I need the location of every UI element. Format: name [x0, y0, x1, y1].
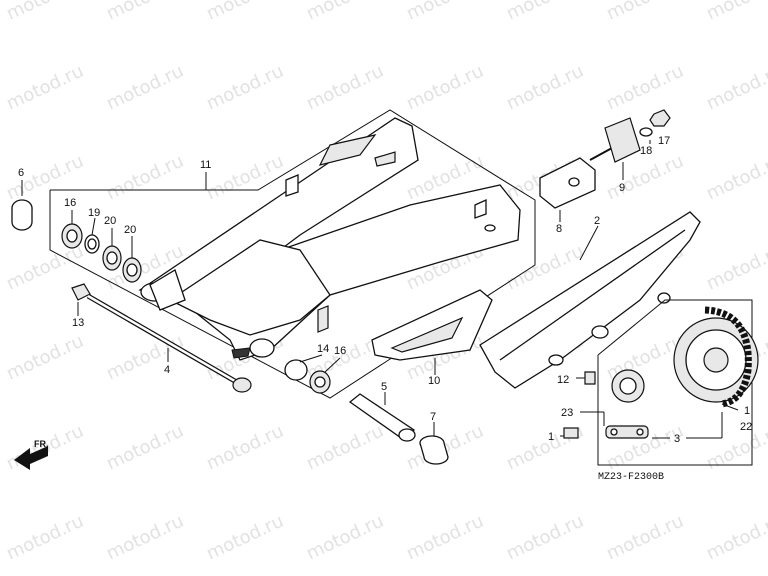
- watermark-text: motod.ru: [203, 61, 287, 115]
- watermark-text: motod.ru: [203, 421, 287, 475]
- clip-1: [563, 427, 579, 439]
- callout-2: 2: [594, 215, 600, 227]
- washer-18: [639, 127, 653, 137]
- swingarm: [138, 117, 521, 361]
- watermark-text: motod.ru: [703, 241, 768, 295]
- callout-23: 23: [561, 407, 573, 419]
- watermark-text: motod.ru: [603, 0, 687, 25]
- watermark-text: motod.ru: [403, 511, 487, 565]
- direction-label: FR.: [34, 439, 49, 449]
- watermark-text: motod.ru: [3, 0, 87, 25]
- callout-17: 17: [658, 135, 670, 147]
- front-direction-arrow-icon: [14, 446, 48, 470]
- chain-slider-10: [371, 289, 493, 361]
- swingarm-group-outline: [49, 109, 536, 399]
- watermark-text: motod.ru: [503, 0, 587, 25]
- callout-1: 1: [548, 431, 554, 443]
- callout-9: 9: [619, 182, 625, 194]
- callout-12: 12: [557, 374, 569, 386]
- nut-17: [649, 109, 671, 127]
- watermark-text: motod.ru: [703, 0, 768, 25]
- drive-sprocket: [611, 369, 645, 403]
- watermark-text: motod.ru: [303, 61, 387, 115]
- watermark-text: motod.ru: [703, 511, 768, 565]
- watermark-text: motod.ru: [103, 421, 187, 475]
- callout-16: 16: [64, 197, 76, 209]
- watermark-text: motod.ru: [503, 511, 587, 565]
- watermark-text: motod.ru: [3, 511, 87, 565]
- chain-adjuster-8: [539, 147, 613, 209]
- pivot-bolt: [71, 283, 252, 393]
- callout-22: 22: [740, 421, 752, 433]
- watermark-text: motod.ru: [703, 61, 768, 115]
- watermark-text: motod.ru: [103, 151, 187, 205]
- callout-3: 3: [674, 433, 680, 445]
- callout-11: 11: [200, 159, 211, 171]
- callout-7: 7: [430, 411, 436, 423]
- watermark-text: motod.ru: [103, 61, 187, 115]
- callout-18: 18: [640, 145, 652, 157]
- bolt-12: [584, 371, 596, 385]
- watermark-text: motod.ru: [303, 421, 387, 475]
- callout-19: 19: [88, 207, 100, 219]
- watermark-text: motod.ru: [3, 61, 87, 115]
- callout-6: 6: [18, 167, 24, 179]
- watermark-text: motod.ru: [403, 0, 487, 25]
- watermark-text: motod.ru: [303, 511, 387, 565]
- callout-20: 20: [104, 215, 116, 227]
- watermark-text: motod.ru: [303, 0, 387, 25]
- callout-13: 13: [72, 317, 84, 329]
- diagram-code: MZ23-F2300B: [598, 472, 664, 483]
- watermark-text: motod.ru: [103, 331, 187, 385]
- watermark-text: motod.ru: [103, 511, 187, 565]
- chain-case-2: [479, 211, 701, 389]
- drive-chain-22: [704, 306, 752, 408]
- watermark-text: motod.ru: [503, 61, 587, 115]
- callout-10: 10: [428, 375, 440, 387]
- callout-8: 8: [556, 223, 562, 235]
- spacer-5: [348, 393, 416, 442]
- pivot-bearings: [61, 223, 142, 283]
- watermark-text: motod.ru: [603, 511, 687, 565]
- collar-6: [11, 199, 33, 231]
- watermark-text: motod.ru: [603, 61, 687, 115]
- watermark-text: motod.ru: [203, 511, 287, 565]
- watermark-text: motod.ru: [203, 0, 287, 25]
- callout-4: 4: [164, 364, 170, 376]
- callout-16: 16: [334, 345, 346, 357]
- callout-5: 5: [381, 381, 387, 393]
- collar-14-bearing-16: [284, 359, 331, 394]
- driven-sprocket: [673, 317, 759, 403]
- watermark-text: motod.ru: [703, 421, 768, 475]
- collar-7: [419, 435, 449, 465]
- watermark-text: motod.ru: [3, 331, 87, 385]
- callout-14: 14: [317, 343, 329, 355]
- watermark-text: motod.ru: [703, 151, 768, 205]
- chain-joint-3: [605, 425, 649, 439]
- callout-20: 20: [124, 224, 136, 236]
- adjuster-plate-9: [604, 117, 641, 163]
- watermark-text: motod.ru: [403, 61, 487, 115]
- callout-1: 1: [744, 405, 750, 417]
- watermark-text: motod.ru: [103, 0, 187, 25]
- watermark-text: motod.ru: [3, 241, 87, 295]
- watermark-text: motod.ru: [203, 151, 287, 205]
